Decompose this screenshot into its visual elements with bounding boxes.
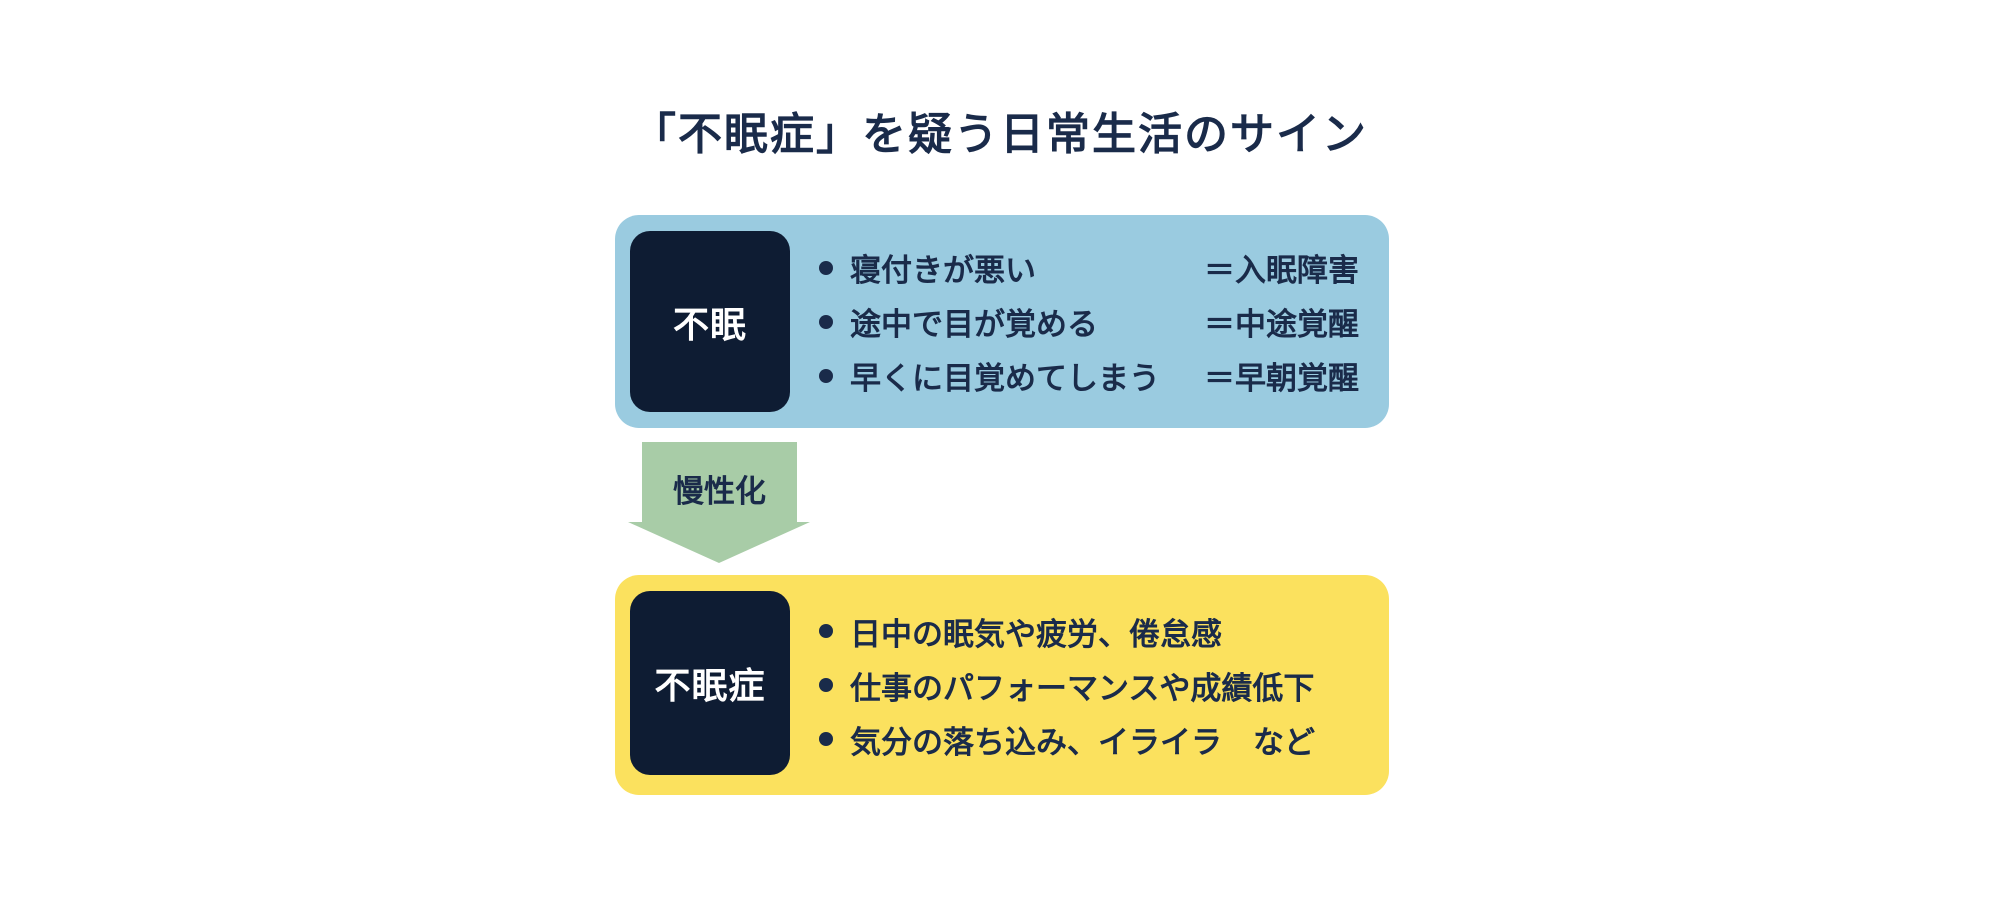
stage2-symptom-list: 日中の眠気や疲労、倦怠感 仕事のパフォーマンスや成績低下 気分の落ち込み、イライ… <box>819 575 1359 795</box>
symptom-text: 寝付きが悪い <box>850 253 1036 289</box>
symptom-text: 仕事のパフォーマンスや成績低下 <box>850 670 1315 707</box>
stage2-label-box: 不眠症 <box>630 591 790 775</box>
stage2-card: 不眠症 日中の眠気や疲労、倦怠感 仕事のパフォーマンスや成績低下 気分の落ち込み… <box>615 575 1389 795</box>
symptom-text: 早くに目覚めてしまう <box>850 361 1160 397</box>
symptom-text: 日中の眠気や疲労、倦怠感 <box>850 616 1222 653</box>
bullet-icon <box>819 732 833 746</box>
symptom-row: 早くに目覚めてしまう ＝早朝覚醒 <box>819 349 1359 403</box>
symptom-term: ＝入眠障害 <box>1204 253 1359 289</box>
symptom-term: ＝中途覚醒 <box>1204 307 1359 343</box>
symptom-row: 仕事のパフォーマンスや成績低下 <box>819 658 1359 712</box>
symptom-row: 途中で目が覚める ＝中途覚醒 <box>819 295 1359 349</box>
stage1-symptom-list: 寝付きが悪い ＝入眠障害 途中で目が覚める ＝中途覚醒 早くに目覚めてしまう ＝… <box>819 215 1359 428</box>
chronic-arrow: 慢性化 <box>627 442 811 565</box>
symptom-row: 寝付きが悪い ＝入眠障害 <box>819 241 1359 295</box>
bullet-icon <box>819 624 833 638</box>
stage1-card: 不眠 寝付きが悪い ＝入眠障害 途中で目が覚める ＝中途覚醒 <box>615 215 1389 428</box>
arrow-label: 慢性化 <box>673 474 766 510</box>
stage2-label: 不眠症 <box>654 666 766 707</box>
page-title: 「不眠症」を疑う日常生活のサイン <box>632 109 1368 160</box>
bullet-icon <box>819 678 833 692</box>
symptom-row: 日中の眠気や疲労、倦怠感 <box>819 604 1359 658</box>
symptom-text: 気分の落ち込み、イライラ など <box>850 724 1315 761</box>
bullet-icon <box>819 260 833 275</box>
stage1-label-box: 不眠 <box>630 231 790 412</box>
down-arrow-icon <box>628 442 810 563</box>
bullet-icon <box>819 368 833 383</box>
stage1-label: 不眠 <box>672 304 747 346</box>
bullet-icon <box>819 314 833 329</box>
symptom-text: 途中で目が覚める <box>850 307 1098 343</box>
symptom-row: 気分の落ち込み、イライラ など <box>819 712 1359 766</box>
symptom-term: ＝早朝覚醒 <box>1204 361 1359 397</box>
